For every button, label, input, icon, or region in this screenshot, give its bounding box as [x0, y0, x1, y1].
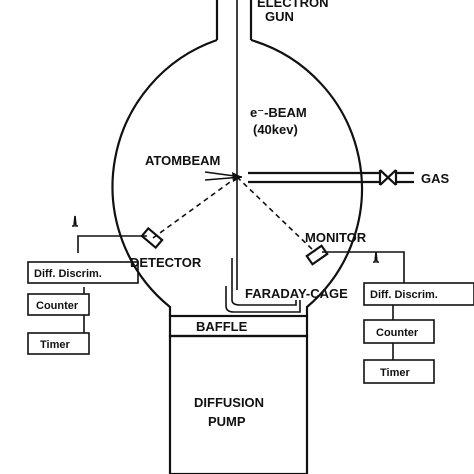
baffle-label: BAFFLE [196, 319, 248, 334]
monitor-scatter-path [236, 176, 316, 253]
faraday-cage-label: FARADAY-CAGE [245, 286, 348, 301]
atombeam-label: ATOMBEAM [145, 153, 220, 168]
diffusion-pump-box [168, 334, 309, 474]
faraday-cage-shape [225, 258, 301, 313]
gas-inlet-tube [248, 171, 414, 184]
monitor-label: MONITOR [305, 230, 367, 245]
left-discriminator-label: Diff. Discrim. [34, 268, 102, 280]
right-counter-label: Counter [376, 327, 419, 339]
beam-label: e⁻-BEAM [250, 105, 307, 120]
left-counter-box [27, 293, 90, 316]
gas-label: GAS [421, 171, 450, 186]
monitor-element [305, 244, 329, 266]
right-discriminator-label: Diff. Discrim. [370, 289, 438, 301]
right-wiring [322, 251, 405, 360]
right-discriminator-box [363, 282, 474, 306]
beam-energy-label: (40kev) [253, 122, 298, 137]
pump-label-2: PUMP [208, 414, 246, 429]
pump-label: DIFFUSION [194, 395, 264, 410]
left-timer-label: Timer [40, 339, 70, 351]
electron-gun-tube [215, 0, 253, 40]
detector-element [140, 226, 164, 250]
gas-valve-icon [378, 169, 398, 186]
left-counter-label: Counter [36, 300, 79, 312]
detector-label: DETECTOR [130, 255, 202, 270]
electron-gun-label: ELECTRON [257, 0, 329, 10]
right-timer-label: Timer [380, 367, 410, 379]
left-discriminator-box [27, 261, 139, 284]
right-timer-box [363, 359, 435, 384]
right-counter-box [363, 319, 435, 344]
electron-gun-label-2: GUN [265, 9, 294, 24]
detector-scatter-path [152, 176, 238, 239]
vacuum-chamber [111, 38, 364, 316]
left-wiring [72, 215, 147, 333]
left-timer-box [27, 332, 90, 355]
